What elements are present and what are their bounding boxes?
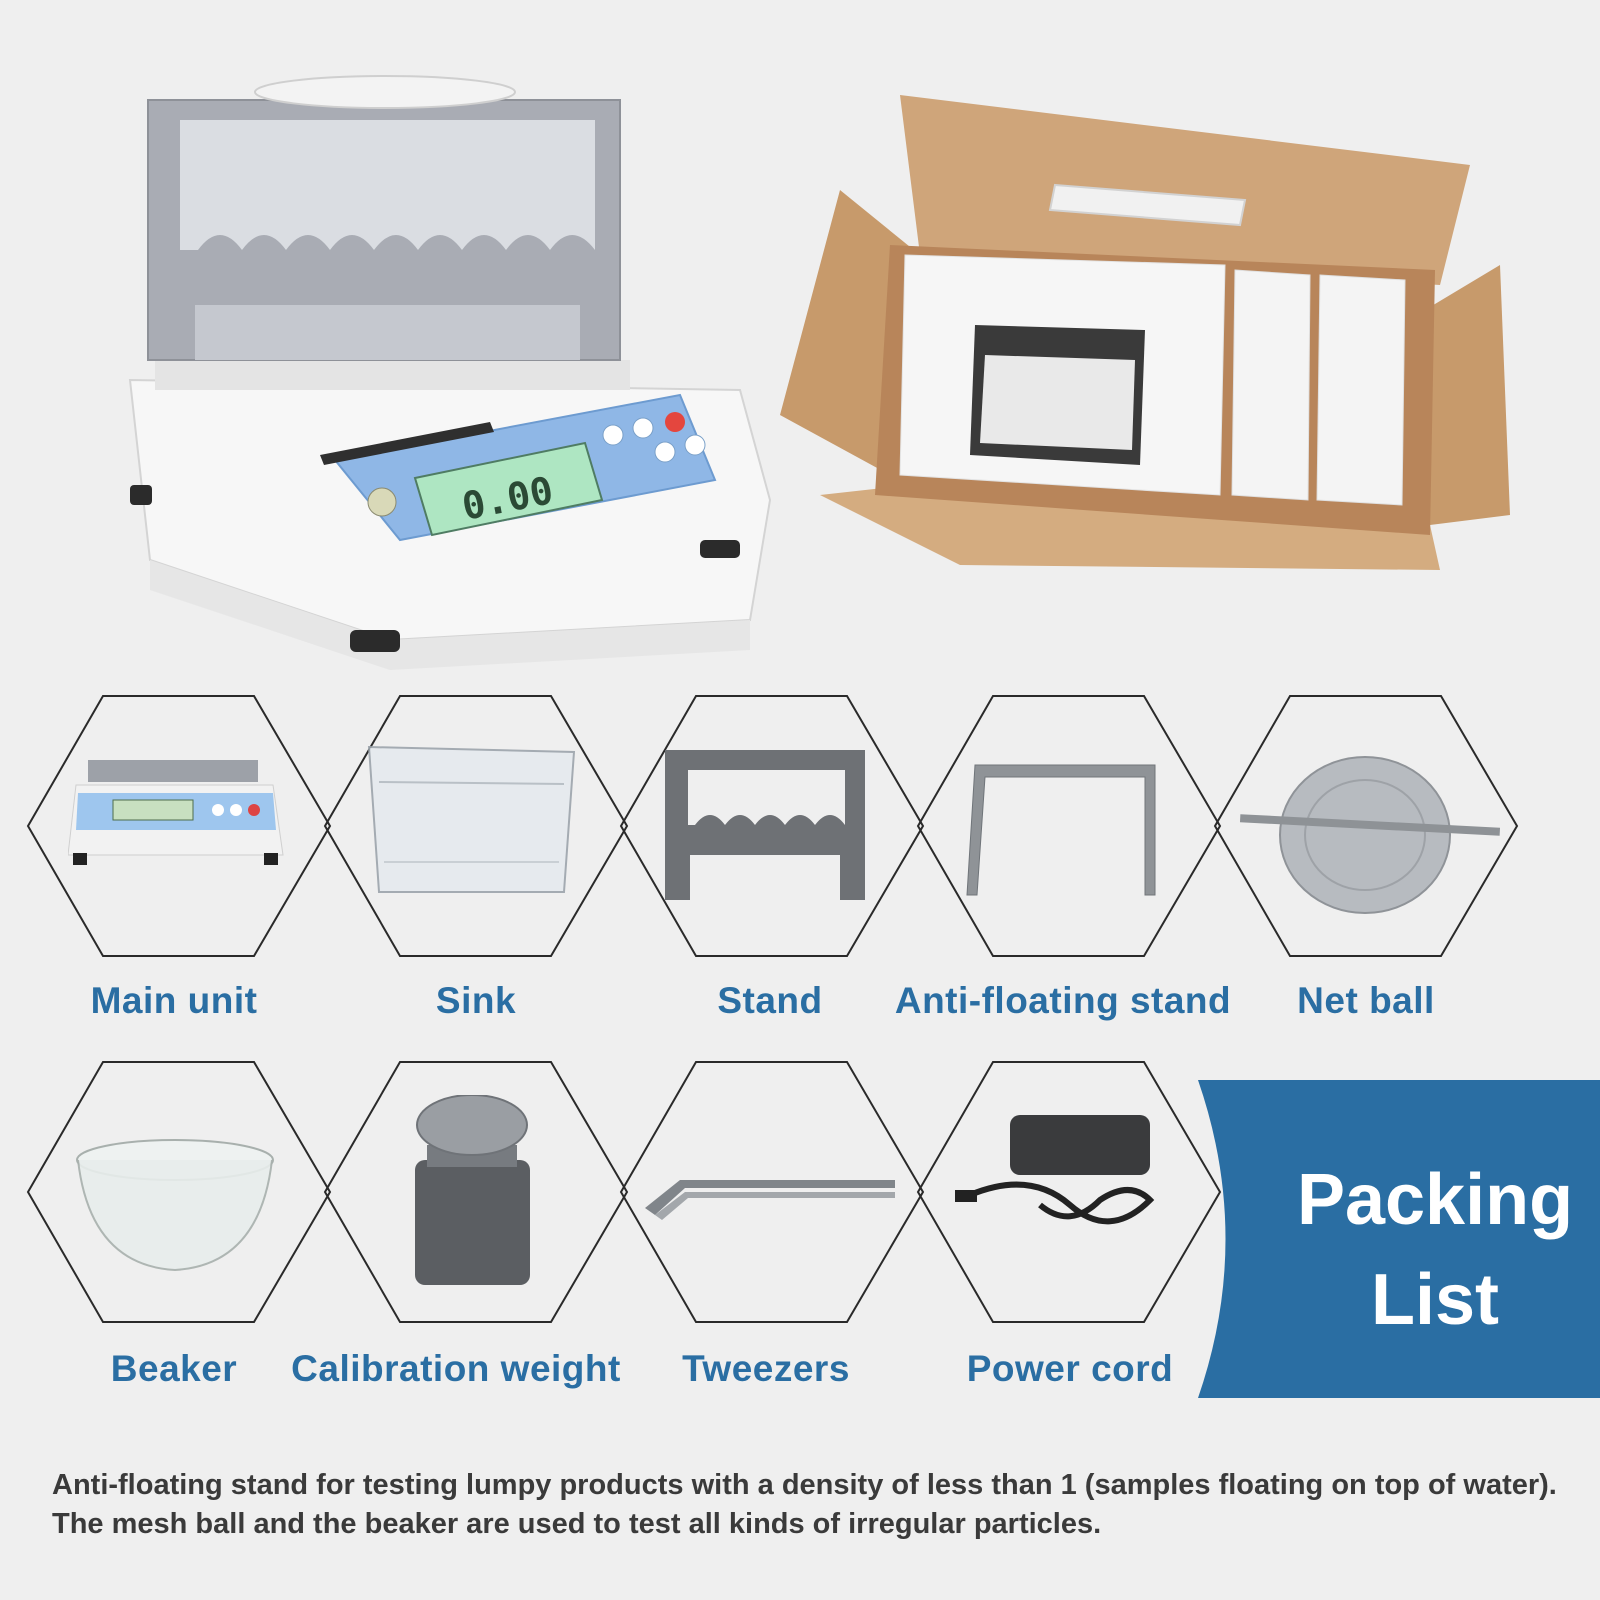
net-ball-icon (1240, 756, 1500, 914)
item-label-stand: Stand (717, 980, 823, 1021)
item-label-net-ball: Net ball (1297, 980, 1435, 1021)
calibration-weight-icon (415, 1095, 530, 1285)
anti-floating-stand-icon (966, 764, 1156, 896)
item-label-sink: Sink (435, 980, 517, 1021)
tweezers-icon (645, 1180, 895, 1220)
stand-icon (665, 750, 865, 900)
shipping-box-illustration (780, 95, 1510, 570)
packing-list-line1: Packing (1296, 1160, 1574, 1240)
item-label-power-cord: Power cord (966, 1348, 1174, 1389)
packing-list-banner (1198, 1080, 1600, 1398)
main-unit-icon (68, 760, 284, 865)
packing-list-title: Packing List (1270, 1150, 1600, 1350)
item-label-beaker: Beaker (110, 1348, 238, 1389)
item-label-calibration-weight: Calibration weight (291, 1348, 621, 1389)
packing-list-line2: List (1370, 1260, 1499, 1340)
sink-icon (367, 745, 576, 893)
item-label-anti-floating-stand: Anti-floating stand (894, 980, 1232, 1021)
item-label-main-unit: Main unit (90, 980, 258, 1021)
item-label-tweezers: Tweezers (682, 1348, 850, 1389)
footer-note: Anti-floating stand for testing lumpy pr… (52, 1469, 1557, 1540)
beaker-icon (76, 1139, 274, 1272)
power-cord-icon (955, 1115, 1155, 1225)
density-meter-illustration: 0.00 (128, 75, 772, 670)
